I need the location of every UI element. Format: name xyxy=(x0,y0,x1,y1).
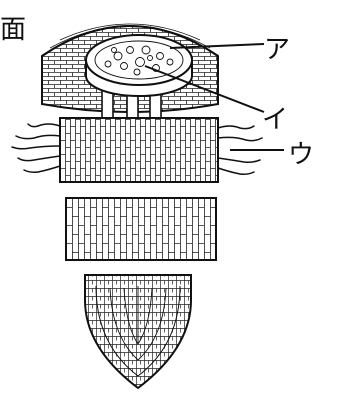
elongation-section xyxy=(66,198,216,260)
label-i: イ xyxy=(262,105,288,135)
cross-section-disc xyxy=(86,35,192,96)
label-a: ア xyxy=(264,35,290,65)
root-hair-section xyxy=(12,118,262,182)
label-u: ウ xyxy=(288,140,314,170)
root-tip xyxy=(85,275,191,388)
corner-heading-text: 面 xyxy=(0,15,26,45)
